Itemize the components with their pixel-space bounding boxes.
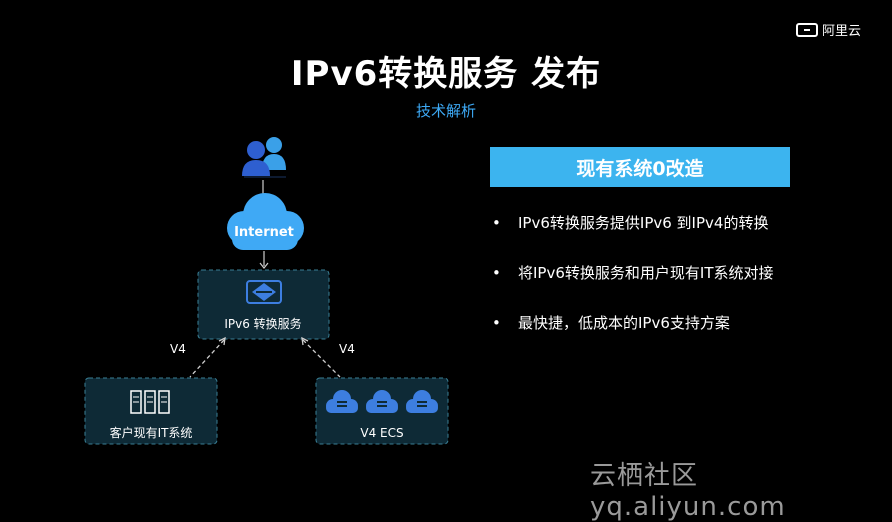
ecs-label: V4 ECS xyxy=(360,426,403,440)
slide-title: IPv6转换服务 发布 xyxy=(290,54,602,94)
alibaba-cloud-logo: 阿里云 xyxy=(796,20,861,39)
service-to-it-system-link xyxy=(189,339,225,378)
internet-label: Internet xyxy=(234,225,294,240)
benefit-item: 最快捷，低成本的IPv6支持方案 xyxy=(490,310,870,336)
benefit-item: 将IPv6转换服务和用户现有IT系统对接 xyxy=(490,260,870,286)
left-link-label: V4 xyxy=(170,342,186,356)
benefits-list: IPv6转换服务提供IPv6 到IPv4的转换 将IPv6转换服务和用户现有IT… xyxy=(490,210,870,360)
users-icon xyxy=(242,137,286,178)
customer-it-system-box xyxy=(84,377,218,445)
ecs-cloud-icon-2 xyxy=(366,390,398,413)
service-label: IPv6 转换服务 xyxy=(224,316,301,331)
ecs-cloud-icon-1 xyxy=(326,390,358,413)
alibaba-cloud-logo-icon xyxy=(796,22,818,37)
ipv6-translation-service-box xyxy=(197,269,330,340)
translation-gateway-icon xyxy=(246,280,282,304)
it-system-label: 客户现有IT系统 xyxy=(110,425,193,440)
zero-change-banner: 现有系统0改造 xyxy=(490,147,790,187)
slide-subtitle: 技术解析 xyxy=(415,102,476,120)
architecture-diagram: Internet IPv6 转换服务 V4 V4 客户现有IT系统 xyxy=(84,137,449,445)
brand-name: 阿里云 xyxy=(822,24,862,39)
benefit-item: IPv6转换服务提供IPv6 到IPv4的转换 xyxy=(490,210,870,236)
right-link-label: V4 xyxy=(339,342,355,356)
ecs-cloud-icon-3 xyxy=(406,390,438,413)
service-to-ecs-link xyxy=(302,339,341,378)
watermark: 云栖社区 yq.aliyun.com xyxy=(590,461,786,522)
internet-cloud-icon xyxy=(227,193,304,250)
server-rack-icon xyxy=(130,390,170,414)
